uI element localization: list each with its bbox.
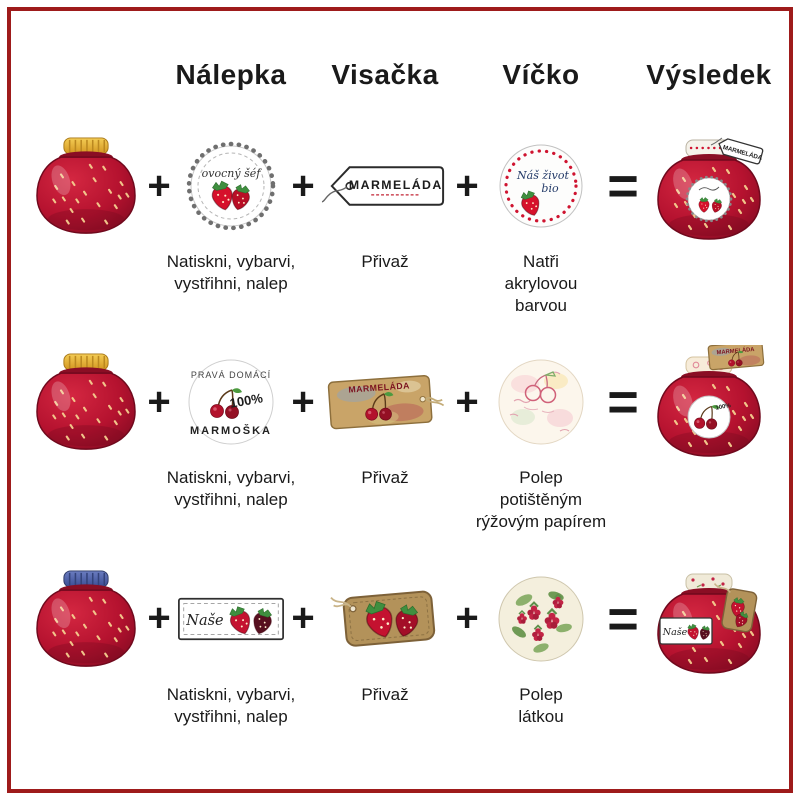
- header-nalepka: Nálepka: [175, 59, 287, 90]
- label-script-text: Naše: [185, 612, 223, 628]
- label-percent-text: 100%: [229, 391, 265, 412]
- plain-jar-cell: [30, 129, 142, 243]
- plus-operator: +: [455, 163, 479, 208]
- mini-tag-text: MARMELÁDA: [716, 346, 755, 356]
- lid-caption: Polep látkou: [518, 684, 564, 726]
- row-rice-paper-lid: + PRAVÁ DOMÁCÍ 100% MARMOŠKA Natiskni, v…: [11, 345, 789, 533]
- tag-string: [321, 186, 348, 203]
- header-vicko: Víčko: [502, 59, 580, 90]
- label-cell: ovocný šéf Natiskni, vybarvi, vystřihni,…: [167, 129, 295, 295]
- lid-cell: Náš život bio Natři akrylovou barvou: [484, 129, 598, 317]
- tag-cell: MARMELÁDA Přivaž: [320, 345, 450, 489]
- mini-kraft-tag: [713, 582, 758, 632]
- row-acrylic-lid: + ovocný šéf Natiskni, vybarvi, vystřihn…: [11, 129, 789, 317]
- mini-doily-label: [685, 175, 733, 223]
- plain-jar-cell: [30, 562, 142, 676]
- tag-cell: MARMELÁDA Přivaž: [320, 129, 450, 273]
- kraft-strawberry-tag-illustration: [330, 590, 436, 647]
- kraft-cherry-tag-illustration: MARMELÁDA: [327, 375, 445, 430]
- lid-caption: Polep potištěným rýžovým papírem: [475, 468, 607, 532]
- plus-operator: +: [455, 379, 479, 424]
- lid-caption: Natři akrylovou barvou: [504, 252, 578, 316]
- row-fabric-lid: + Naše Natiskni, vybarvi, vystřihni, nal…: [11, 562, 789, 728]
- lid-cell: Polep látkou: [484, 562, 598, 728]
- result-cell: MARMELÁDA 100%: [648, 345, 770, 459]
- lid-script-line1: Náš život: [516, 169, 569, 182]
- rice-paper-lid-illustration: [498, 359, 584, 445]
- result-cell: MARMELÁDA: [648, 129, 770, 243]
- result-cell: Naše: [648, 562, 770, 676]
- jam-jar-gold-lid-illustration: [35, 137, 137, 235]
- doily-script-text: ovocný šéf: [202, 167, 263, 180]
- poster-frame: Nálepka Visačka Víčko Výsledek + ovocný …: [7, 7, 793, 793]
- jam-jar-gold-lid-illustration: [35, 353, 137, 451]
- label-caption: Natiskni, vybarvi, vystřihni, nalep: [166, 468, 296, 510]
- equals-operator: =: [607, 372, 639, 433]
- lid-script-line2: bio: [541, 182, 559, 195]
- jam-jar-blue-lid-illustration: [35, 569, 137, 667]
- plus-operator: +: [291, 596, 315, 641]
- label-cell: Naše Natiskni, vybarvi, vystřihni, nalep: [167, 562, 295, 728]
- painted-lid-illustration: Náš život bio: [499, 144, 583, 228]
- plus-operator: +: [147, 163, 171, 208]
- plus-operator: +: [291, 163, 315, 208]
- tag-caption: Přivaž: [361, 468, 409, 488]
- lid-cell: Polep potištěným rýžovým papírem: [476, 345, 606, 533]
- mini-rect-label: Naše: [659, 616, 713, 645]
- result-jar-illustration: MARMELÁDA 100%: [656, 345, 765, 458]
- fabric-lid-illustration: [498, 576, 584, 662]
- rect-strawberry-label-illustration: Naše: [178, 597, 284, 640]
- plus-operator: +: [147, 596, 171, 641]
- mini-percent-text: 100%: [715, 403, 732, 412]
- white-tag-illustration: MARMELÁDA: [321, 166, 445, 206]
- label-bottom-text: MARMOŠKA: [190, 424, 272, 437]
- equals-operator: =: [607, 588, 639, 649]
- plus-operator: +: [147, 379, 171, 424]
- plain-jar-cell: [30, 345, 142, 459]
- tag-caption: Přivaž: [361, 252, 409, 271]
- label-caption: Natiskni, vybarvi, vystřihni, nalep: [166, 252, 296, 294]
- mini-round-label: 100%: [687, 395, 732, 439]
- mini-kraft-tag: MARMELÁDA: [707, 345, 765, 371]
- round-cherry-label-illustration: PRAVÁ DOMÁCÍ 100% MARMOŠKA: [188, 359, 274, 445]
- tag-text: MARMELÁDA: [348, 381, 410, 395]
- header-visacka: Visačka: [331, 59, 439, 90]
- tag-string: [425, 397, 445, 407]
- result-jar-illustration: MARMELÁDA: [656, 137, 763, 241]
- doily-label-illustration: ovocný šéf: [186, 141, 276, 231]
- tag-cell: Přivaž: [320, 562, 450, 706]
- label-arc-text: PRAVÁ DOMÁCÍ: [191, 370, 271, 380]
- plus-operator: +: [455, 596, 479, 641]
- header-vysledek: Výsledek: [646, 59, 772, 90]
- label-caption: Natiskni, vybarvi, vystřihni, nalep: [166, 684, 296, 726]
- tag-string: [330, 596, 352, 608]
- tag-text: MARMELÁDA: [349, 177, 443, 192]
- mini-label-text: Naše: [662, 627, 688, 638]
- label-cell: PRAVÁ DOMÁCÍ 100% MARMOŠKA Natiskni, vyb…: [167, 345, 295, 511]
- tag-caption: Přivaž: [361, 684, 409, 704]
- plus-operator: +: [291, 379, 315, 424]
- header-row: Nálepka Visačka Víčko Výsledek: [11, 59, 789, 91]
- result-jar-illustration: Naše: [656, 572, 762, 674]
- equals-operator: =: [607, 156, 639, 216]
